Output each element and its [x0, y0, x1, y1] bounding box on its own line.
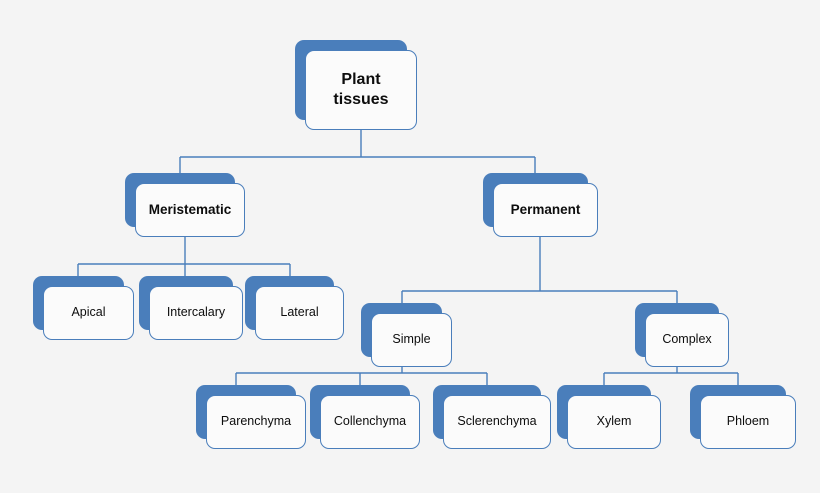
node-label-lateral: Lateral [280, 305, 319, 320]
node-box-collenchyma[interactable]: Collenchyma [320, 395, 420, 449]
node-label-collenchyma: Collenchyma [333, 414, 407, 429]
node-xylem[interactable]: Xylem [557, 385, 661, 449]
node-plant-tissues[interactable]: Plant tissues [295, 40, 417, 130]
node-label-sclerenchyma: Sclerenchyma [457, 414, 537, 429]
node-simple[interactable]: Simple [361, 303, 452, 367]
node-box-simple[interactable]: Simple [371, 313, 452, 367]
node-lateral[interactable]: Lateral [245, 276, 344, 340]
node-box-phloem[interactable]: Phloem [700, 395, 796, 449]
node-label-complex: Complex [662, 332, 712, 347]
node-phloem[interactable]: Phloem [690, 385, 796, 449]
node-complex[interactable]: Complex [635, 303, 729, 367]
node-sclerenchyma[interactable]: Sclerenchyma [433, 385, 551, 449]
node-box-meristematic[interactable]: Meristematic [135, 183, 245, 237]
node-intercalary[interactable]: Intercalary [139, 276, 243, 340]
node-box-parenchyma[interactable]: Parenchyma [206, 395, 306, 449]
node-box-intercalary[interactable]: Intercalary [149, 286, 243, 340]
node-permanent[interactable]: Permanent [483, 173, 598, 237]
node-label-phloem: Phloem [726, 414, 770, 429]
node-label-meristematic: Meristematic [148, 201, 232, 217]
node-label-plant-tissues: Plant tissues [333, 71, 389, 108]
node-box-xylem[interactable]: Xylem [567, 395, 661, 449]
node-label-simple: Simple [392, 332, 431, 347]
node-box-plant-tissues[interactable]: Plant tissues [305, 50, 417, 130]
node-box-permanent[interactable]: Permanent [493, 183, 598, 237]
node-box-sclerenchyma[interactable]: Sclerenchyma [443, 395, 551, 449]
node-box-complex[interactable]: Complex [645, 313, 729, 367]
node-label-parenchyma: Parenchyma [220, 414, 292, 429]
node-apical[interactable]: Apical [33, 276, 134, 340]
node-parenchyma[interactable]: Parenchyma [196, 385, 306, 449]
node-box-lateral[interactable]: Lateral [255, 286, 344, 340]
node-collenchyma[interactable]: Collenchyma [310, 385, 420, 449]
node-label-xylem: Xylem [596, 414, 632, 429]
node-label-intercalary: Intercalary [166, 305, 226, 320]
node-label-apical: Apical [71, 305, 106, 320]
node-label-permanent: Permanent [510, 201, 581, 217]
node-meristematic[interactable]: Meristematic [125, 173, 245, 237]
node-box-apical[interactable]: Apical [43, 286, 134, 340]
